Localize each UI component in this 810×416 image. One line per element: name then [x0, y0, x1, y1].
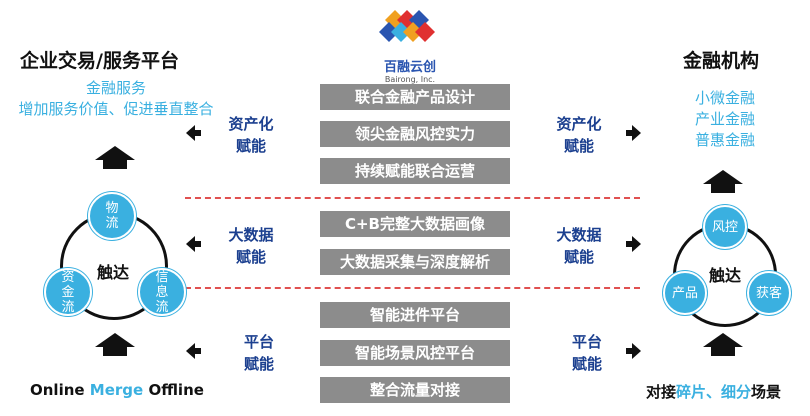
node-product: 产品 — [663, 271, 707, 315]
center-box-6: 智能进件平台 — [320, 302, 510, 328]
logo-text-en: Bairong, Inc. — [384, 75, 436, 84]
footer-left: Online Merge Offline — [30, 381, 204, 399]
node-capital-flow: 资金流 — [44, 268, 92, 316]
logo-text-cn: 百融云创 — [383, 60, 436, 75]
up-arrow-icon — [703, 333, 743, 356]
bigdata-label-right: 大数据赋能 — [546, 224, 612, 268]
arrow-right-icon — [626, 343, 641, 359]
platform-label-right-text: 平台赋能 — [571, 333, 602, 373]
arrow-right-icon — [626, 236, 641, 252]
left-ring-center: 触达 — [97, 263, 130, 282]
node-logistics: 物流 — [88, 192, 136, 240]
bigdata-label-left: 大数据赋能 — [218, 224, 284, 268]
node-product-text: 产品 — [671, 285, 698, 301]
right-ring-center: 触达 — [709, 266, 742, 285]
platform-label-left-text: 平台赋能 — [243, 333, 274, 373]
center-box-2: 领尖金融风控实力 — [320, 121, 510, 147]
asset-label-left: 资产化赋能 — [218, 113, 284, 157]
node-info-flow: 信息流 — [138, 268, 186, 316]
divider-top — [185, 197, 640, 199]
footer-right-part1: 对接 — [646, 383, 677, 401]
arrow-left-icon — [186, 343, 201, 359]
center-box-8: 整合流量对接 — [320, 377, 510, 403]
asset-label-left-text: 资产化赋能 — [228, 115, 274, 155]
right-title: 金融机构 — [683, 50, 760, 72]
node-risk-control-text: 风控 — [711, 219, 738, 235]
right-ring-diagram: 触达 风控 产品 获客 — [655, 205, 795, 327]
node-risk-control: 风控 — [703, 205, 747, 249]
center-box-4: C+B完整大数据画像 — [320, 211, 510, 237]
center-box-7: 智能场景风控平台 — [320, 340, 510, 366]
node-capital-flow-text: 资金流 — [61, 269, 75, 315]
right-top-line-2: 产业金融 — [694, 110, 755, 128]
arrow-left-icon — [186, 236, 201, 252]
node-info-flow-text: 信息流 — [155, 269, 169, 315]
up-arrow-icon — [95, 333, 135, 356]
bigdata-label-right-text: 大数据赋能 — [556, 226, 602, 266]
up-arrow-icon — [95, 146, 135, 169]
center-box-1: 联合金融产品设计 — [320, 84, 510, 110]
bigdata-label-left-text: 大数据赋能 — [228, 226, 274, 266]
left-top-line-2: 增加服务价值、促进垂直整合 — [18, 100, 214, 118]
logo: 百融云创 Bairong, Inc. — [375, 6, 445, 84]
node-logistics-text: 物流 — [105, 201, 119, 231]
divider-bottom — [185, 287, 640, 289]
node-acquisition-text: 获客 — [755, 285, 782, 301]
center-box-3: 持续赋能联合运营 — [320, 158, 510, 184]
left-top-text: 金融服务 增加服务价值、促进垂直整合 — [6, 78, 226, 120]
left-title: 企业交易/服务平台 — [20, 50, 179, 72]
right-top-line-3: 普惠金融 — [694, 131, 755, 149]
up-arrow-icon — [703, 170, 743, 193]
footer-right-part3: 场景 — [751, 383, 782, 401]
left-top-line-1: 金融服务 — [85, 79, 146, 97]
node-acquisition: 获客 — [747, 271, 791, 315]
left-ring-diagram: 触达 物流 资金流 信息流 — [40, 190, 190, 325]
right-top-line-1: 小微金融 — [694, 89, 755, 107]
logo-mark-icon — [379, 10, 435, 42]
right-top-text: 小微金融 产业金融 普惠金融 — [680, 88, 770, 151]
footer-left-part3: Offline — [143, 381, 204, 399]
asset-label-right-text: 资产化赋能 — [556, 115, 602, 155]
platform-label-right: 平台赋能 — [554, 331, 620, 375]
center-box-5: 大数据采集与深度解析 — [320, 249, 510, 275]
footer-left-part1: Online — [30, 381, 90, 399]
footer-right-part2: 碎片、细分 — [676, 383, 752, 401]
arrow-left-icon — [186, 125, 201, 141]
footer-left-part2: Merge — [89, 381, 144, 399]
footer-right: 对接碎片、细分场景 — [646, 381, 781, 402]
asset-label-right: 资产化赋能 — [546, 113, 612, 157]
arrow-right-icon — [626, 125, 641, 141]
platform-label-left: 平台赋能 — [226, 331, 292, 375]
